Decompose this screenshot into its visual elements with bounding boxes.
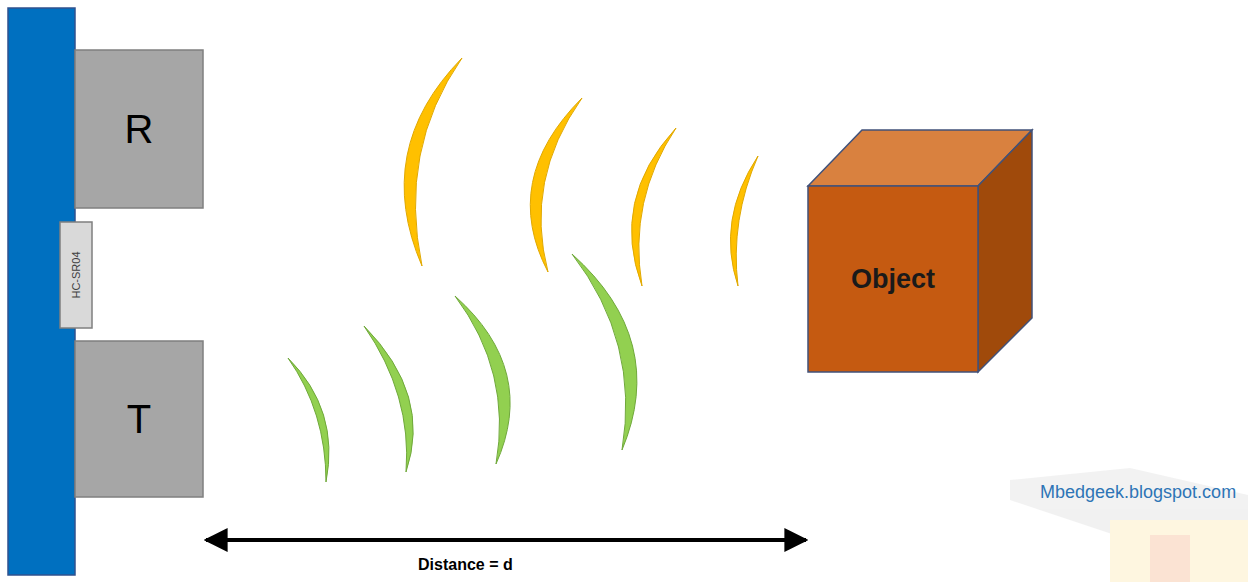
node-text: R xyxy=(125,107,154,152)
transmitter-body xyxy=(75,341,203,497)
watermark-text: Mbedgeek.blogspot.com xyxy=(1040,482,1236,503)
transmitter-box: T xyxy=(75,341,203,497)
distance-arrow xyxy=(206,538,806,542)
receiver-body xyxy=(75,50,203,208)
chip-label-box: HC-SR04 xyxy=(60,222,92,328)
dimension-label: Distance = d xyxy=(418,556,513,574)
watermark-logo xyxy=(1010,468,1248,582)
object-cube xyxy=(808,130,1032,372)
node-text: T xyxy=(127,397,151,442)
transmit-wave xyxy=(288,254,637,482)
node-text: Object xyxy=(851,264,935,295)
echo-wave xyxy=(404,58,758,286)
object-box: Object xyxy=(808,186,978,372)
receiver-box: R xyxy=(75,50,203,208)
node-text: HC-SR04 xyxy=(70,251,82,298)
crystal-chip xyxy=(60,222,92,328)
